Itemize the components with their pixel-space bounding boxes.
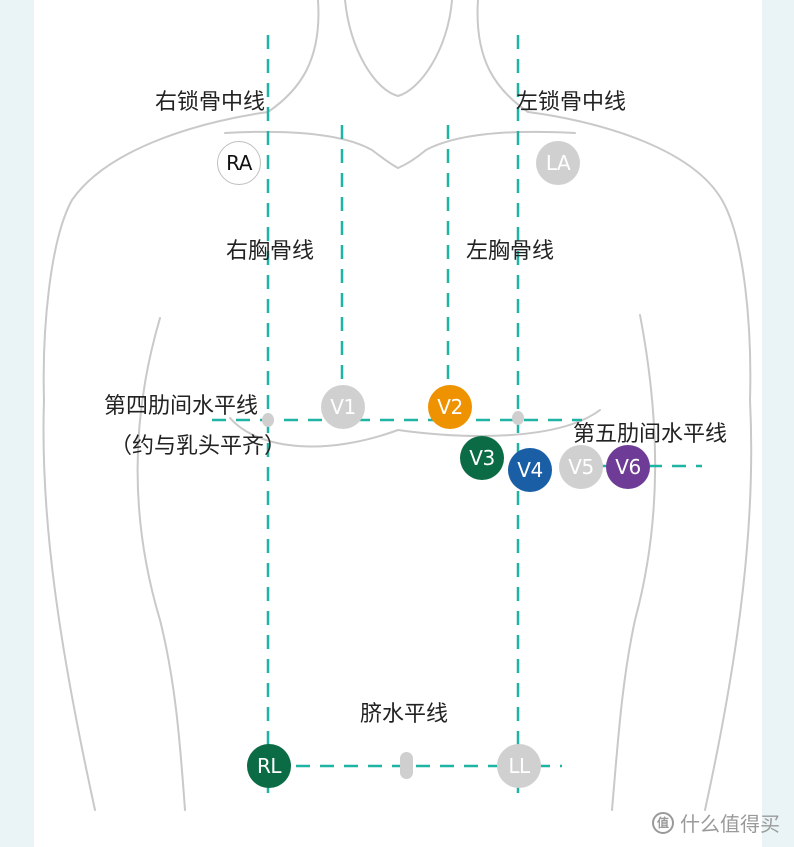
electrode-LL: LL bbox=[497, 744, 541, 788]
right-side-panel bbox=[762, 0, 794, 847]
neck-right-edge bbox=[476, 0, 529, 113]
electrode-label: LL bbox=[508, 754, 530, 778]
right-clavicle bbox=[224, 130, 399, 169]
electrode-V1: V1 bbox=[321, 385, 365, 429]
right-nipple-marker bbox=[262, 413, 274, 427]
label-umbilical-line: 脐水平线 bbox=[360, 702, 449, 727]
electrode-V3: V3 bbox=[460, 436, 504, 480]
electrode-label: V3 bbox=[469, 446, 495, 470]
electrode-RL: RL bbox=[247, 744, 291, 788]
label-left-midclavicular-line: 左锁骨中线 bbox=[516, 90, 627, 115]
electrode-label: RL bbox=[256, 754, 282, 778]
right-arm-outer bbox=[42, 399, 96, 811]
label-left-sternal-line: 左胸骨线 bbox=[466, 239, 555, 264]
right-shoulder bbox=[42, 111, 269, 401]
electrode-V2: V2 bbox=[428, 385, 472, 429]
electrode-label: RA bbox=[226, 151, 252, 175]
electrode-label: V5 bbox=[568, 455, 594, 479]
left-arm-outer bbox=[704, 399, 753, 811]
left-pectoral bbox=[397, 409, 601, 437]
label-fourth-intercostal-note: （约与乳头平齐） bbox=[110, 434, 287, 459]
zhidemai-logo-icon: 值 bbox=[652, 811, 674, 834]
label-fifth-intercostal-line: 第五肋间水平线 bbox=[573, 422, 728, 447]
right-arm-inner bbox=[136, 317, 186, 811]
torso-outline bbox=[42, 0, 753, 811]
electrode-RA: RA bbox=[217, 141, 261, 185]
left-arm-inner bbox=[611, 314, 657, 811]
left-clavicle bbox=[397, 130, 576, 169]
left-nipple-marker bbox=[512, 411, 524, 425]
electrode-label: V6 bbox=[615, 455, 641, 479]
electrode-label: V4 bbox=[517, 458, 543, 482]
electrode-LA: LA bbox=[536, 141, 580, 185]
label-right-midclavicular-line: 右锁骨中线 bbox=[155, 90, 266, 115]
neck-muscle-line bbox=[344, 0, 453, 98]
electrode-label: V2 bbox=[437, 395, 463, 419]
label-fourth-intercostal-line: 第四肋间水平线 bbox=[104, 394, 259, 419]
right-pectoral bbox=[229, 417, 399, 448]
left-side-panel bbox=[0, 0, 34, 847]
left-shoulder bbox=[527, 111, 752, 401]
watermark-text: 什么值得买 bbox=[680, 812, 780, 836]
navel-marker bbox=[400, 752, 413, 779]
electrode-V5: V5 bbox=[559, 445, 603, 489]
electrode-V4: V4 bbox=[508, 448, 552, 492]
electrode-V6: V6 bbox=[606, 445, 650, 489]
electrode-label: V1 bbox=[330, 395, 356, 419]
electrode-label: LA bbox=[545, 151, 571, 175]
watermark: 值 什么值得买 bbox=[652, 808, 780, 837]
neck-left-edge bbox=[267, 0, 320, 113]
label-right-sternal-line: 右胸骨线 bbox=[226, 239, 315, 264]
